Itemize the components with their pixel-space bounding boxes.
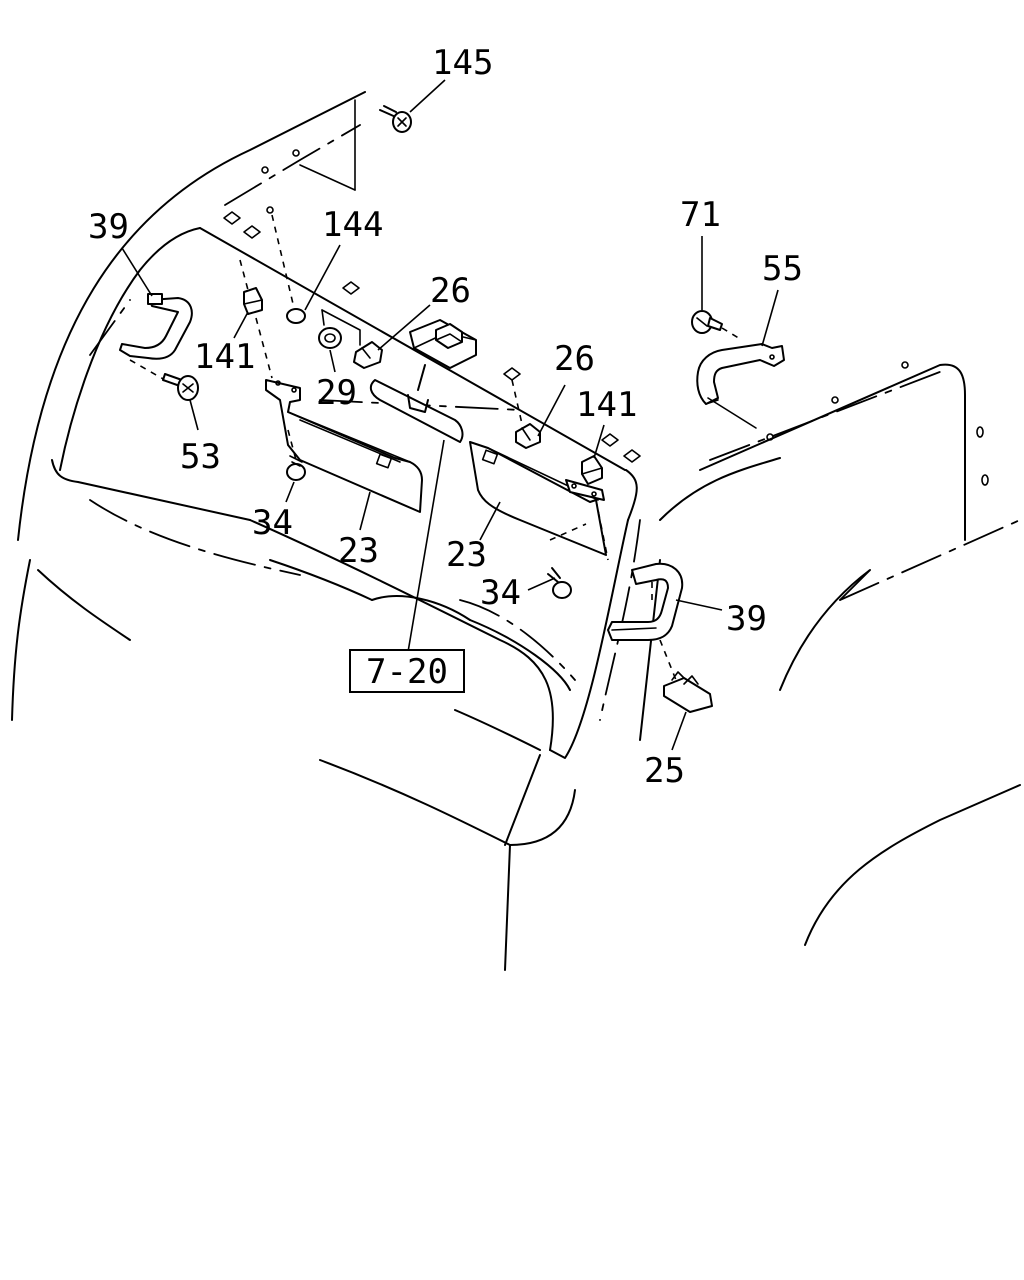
callout-25: 25 xyxy=(644,751,685,791)
callout-23-right: 23 xyxy=(446,535,487,575)
reference-label-7-20: 7-20 xyxy=(366,652,448,692)
callout-26-top: 26 xyxy=(430,271,471,311)
screw-145 xyxy=(299,79,446,191)
rearview-mirror xyxy=(369,364,464,653)
clip-141-left xyxy=(233,259,273,379)
hook-26-top xyxy=(353,304,431,369)
bolt-53 xyxy=(162,373,199,431)
callout-141-right: 141 xyxy=(576,385,637,425)
screw-34-right xyxy=(527,523,587,599)
clip-141-right xyxy=(581,424,605,485)
callout-29: 29 xyxy=(316,373,357,413)
callout-23-left: 23 xyxy=(338,531,379,571)
callout-26-right: 26 xyxy=(554,339,595,379)
callout-39-right: 39 xyxy=(726,599,767,639)
callout-145: 145 xyxy=(432,43,493,83)
callout-55: 55 xyxy=(762,249,803,289)
sun-visor-23-left xyxy=(265,379,423,531)
assist-grip-39-left xyxy=(119,247,193,381)
screw-34-left xyxy=(285,429,306,503)
assist-grip-55 xyxy=(696,289,785,429)
reference-box-7-20: 7-20 xyxy=(349,649,465,693)
cap-144 xyxy=(271,214,341,324)
callout-34-left: 34 xyxy=(252,503,293,543)
callout-144: 144 xyxy=(322,205,383,245)
assist-grip-39-right xyxy=(607,562,723,641)
bolt-71 xyxy=(691,236,743,341)
cab-outline xyxy=(11,91,1021,971)
mounting-holes xyxy=(223,206,641,463)
callout-141-left: 141 xyxy=(194,337,255,377)
grommet-29 xyxy=(318,309,361,373)
callout-39-left: 39 xyxy=(88,207,129,247)
holder-25 xyxy=(659,639,713,751)
callout-53: 53 xyxy=(180,437,221,477)
dome-lamp xyxy=(409,319,477,369)
callout-labels: 145 39 144 26 141 29 53 34 23 26 141 23 … xyxy=(88,43,803,791)
hook-26-right xyxy=(511,379,566,449)
callout-71: 71 xyxy=(680,195,721,235)
sun-visor-23-right xyxy=(469,441,609,561)
callout-34-right: 34 xyxy=(480,573,521,613)
